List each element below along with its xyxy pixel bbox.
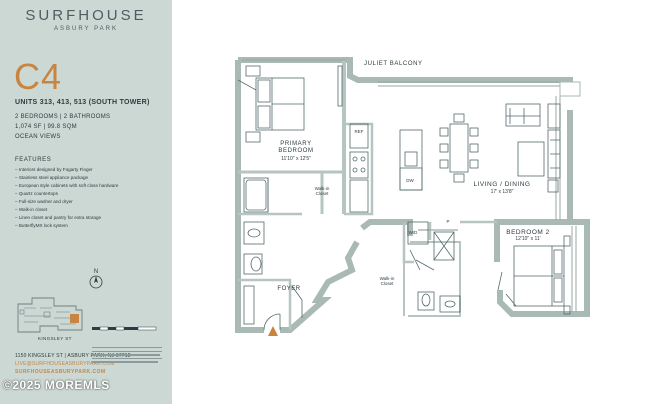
washer-dryer-label: W/D — [408, 230, 418, 235]
feature-item: – Walk-in closet — [15, 207, 48, 212]
floor-plan — [235, 57, 590, 336]
primary-bedroom-dims: 11'10" x 12'5" — [281, 156, 311, 162]
dishwasher-label: DW — [406, 178, 414, 183]
unit-code: C4 — [14, 56, 63, 97]
brand-location: ASBURY PARK — [53, 26, 119, 32]
feature-item: – European style cabinets with soft clos… — [15, 183, 119, 188]
unit-highlight-marker — [70, 314, 79, 323]
address-text: 1150 KINGSLEY ST | ASBURY PARK, NJ 07712 — [15, 353, 131, 359]
feature-item: – Linen closet and pantry for extra stor… — [15, 215, 102, 220]
scale-bar — [92, 327, 100, 330]
feature-item: – ButterflyMX lock system — [15, 223, 68, 228]
spec-views: OCEAN VIEWS — [15, 134, 61, 140]
website-link[interactable]: SURFHOUSEASBURYPARK.COM — [15, 369, 106, 375]
compass-letter: N — [94, 269, 98, 275]
living-dining-dims: 17' x 13'8" — [490, 189, 514, 195]
walk-in-closet-1-label: Walk-in Closet — [314, 186, 330, 197]
site-key-plan — [17, 297, 157, 333]
feature-item: – Stainless steel appliance package — [15, 175, 89, 180]
fridge-label: REF — [354, 129, 364, 134]
disclaimer-text — [92, 347, 162, 381]
compass-icon: N — [89, 269, 103, 289]
living-dining-label: LIVING / DINING — [473, 181, 531, 188]
sidebar-panel: SURFHOUSE ASBURY PARK C4 UNITS 313, 413,… — [0, 0, 172, 404]
foyer-label: FOYER — [277, 286, 301, 292]
feature-item: – Full-size washer and dryer — [15, 199, 73, 204]
email-link[interactable]: LIVE@SURFHOUSEASBURYPARK.COM — [15, 361, 115, 367]
feature-item: – Interiors designed by Fogarty Finger — [15, 167, 93, 172]
primary-bedroom-label: PRIMARY BEDROOM — [278, 141, 314, 154]
units-line: UNITS 313, 413, 513 (SOUTH TOWER) — [15, 99, 150, 106]
feature-item: – Quartz countertops — [15, 191, 58, 196]
street-label: KINGSLEY ST — [38, 336, 72, 341]
bedroom-2-dims: 12'10" x 11' — [515, 236, 541, 242]
bedroom-2-label: BEDROOM 2 — [506, 229, 550, 236]
features-title: FEATURES — [15, 157, 52, 163]
brand-logo: SURFHOUSE — [25, 7, 147, 24]
pantry-label: P — [446, 219, 450, 224]
balcony-label: JULIET BALCONY — [364, 61, 423, 67]
spec-rooms: 2 BEDROOMS | 2 BATHROOMS — [15, 114, 111, 120]
entry-marker — [268, 326, 278, 336]
watermark: ©2025 MOREMLS — [3, 378, 110, 392]
walk-in-closet-2-label: Walk-in Closet — [379, 276, 395, 287]
spec-area: 1,074 SF | 99.8 SQM — [15, 124, 77, 130]
